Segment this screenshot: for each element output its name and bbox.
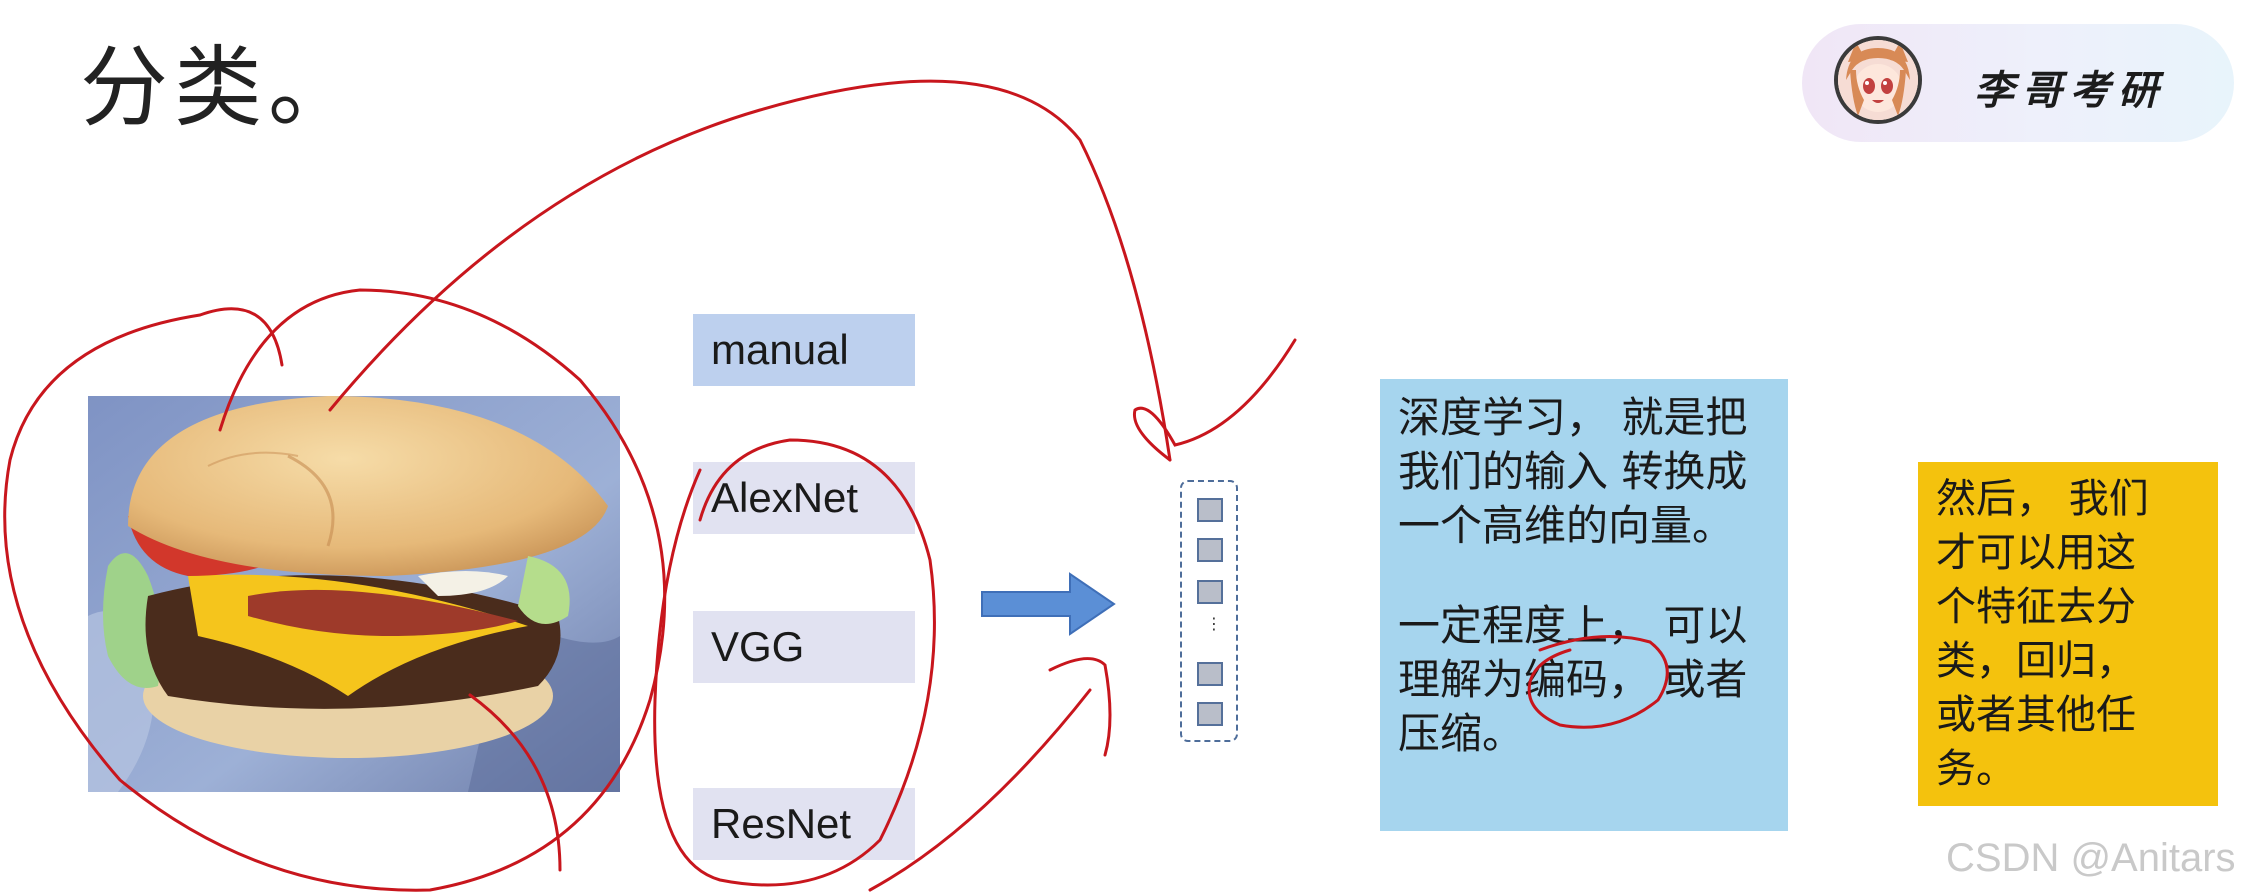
model-resnet: ResNet	[693, 788, 915, 860]
vector-cell	[1197, 702, 1223, 726]
text-line: 类，回归，	[1936, 638, 2136, 684]
text-line: 一个高维的向量。	[1398, 501, 1735, 550]
text-line: 然后， 我们	[1936, 476, 2149, 522]
feature-vector: ⋮	[1180, 480, 1238, 742]
anime-avatar-icon	[1834, 36, 1922, 124]
vector-cell	[1197, 662, 1223, 686]
text-line: 务。	[1936, 746, 2016, 792]
text-line: 压缩。	[1398, 709, 1525, 758]
watermark: CSDN @Anitars	[1946, 836, 2236, 880]
vector-cell	[1197, 580, 1223, 604]
slide-title: 分类。	[80, 36, 363, 139]
right-arrow-icon	[980, 572, 1116, 640]
vector-cell	[1197, 498, 1223, 522]
text-line: 深度学习， 就是把	[1398, 393, 1748, 442]
text-line: 个特征去分	[1936, 584, 2136, 630]
explanation-box: 深度学习， 就是把 我们的输入 转换成 一个高维的向量。 一定程度上， 可以 理…	[1380, 379, 1788, 831]
model-manual: manual	[693, 314, 915, 386]
vector-ellipsis: ⋮	[1206, 614, 1222, 633]
vector-cell	[1197, 538, 1223, 562]
text-line: 一定程度上， 可以	[1398, 601, 1748, 650]
text-line: 或者其他任	[1936, 692, 2136, 738]
brand-name: 李哥考研	[1974, 68, 2166, 114]
brand-badge: 李哥考研	[1802, 24, 2234, 142]
model-alexnet: AlexNet	[693, 462, 915, 534]
model-vgg: VGG	[693, 611, 915, 683]
burger-photo	[88, 396, 620, 792]
text-line: 才可以用这	[1936, 530, 2136, 576]
task-box: 然后， 我们 才可以用这 个特征去分 类，回归， 或者其他任 务。	[1918, 462, 2218, 806]
text-line: 我们的输入 转换成	[1398, 447, 1748, 496]
text-line: 理解为编码， 或者	[1398, 655, 1748, 704]
